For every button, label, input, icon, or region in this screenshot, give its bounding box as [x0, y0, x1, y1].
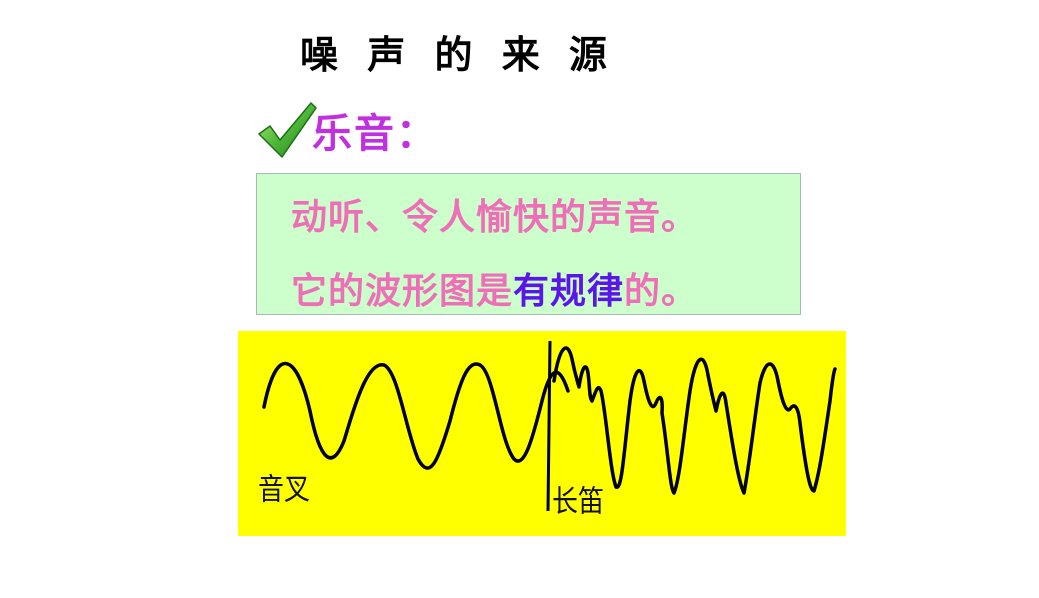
description-line-2-prefix: 它的波形图是	[291, 271, 514, 312]
flute-label: 长笛	[552, 485, 605, 520]
description-highlight: 有规律	[513, 271, 625, 312]
description-box: 动听、令人愉快的声音。 它的波形图是有规律的。	[256, 173, 801, 315]
waveform-graphic	[262, 340, 837, 512]
slide-title: 噪 声 的 来 源	[300, 33, 615, 77]
checkmark-icon	[258, 102, 317, 158]
tuning-fork-waveform	[262, 361, 570, 470]
divider-line	[546, 340, 552, 512]
description-line-2: 它的波形图是有规律的。	[291, 262, 698, 314]
waveform-panel: 音叉 长笛	[238, 331, 846, 536]
heading-yueyin: 乐音：	[312, 111, 438, 157]
heading-row: 乐音：	[256, 100, 438, 160]
flute-waveform	[552, 346, 837, 495]
description-line-2-suffix: 的。	[624, 271, 699, 312]
tuning-fork-label: 音叉	[258, 473, 311, 508]
description-line-1: 动听、令人愉快的声音。	[291, 197, 699, 238]
